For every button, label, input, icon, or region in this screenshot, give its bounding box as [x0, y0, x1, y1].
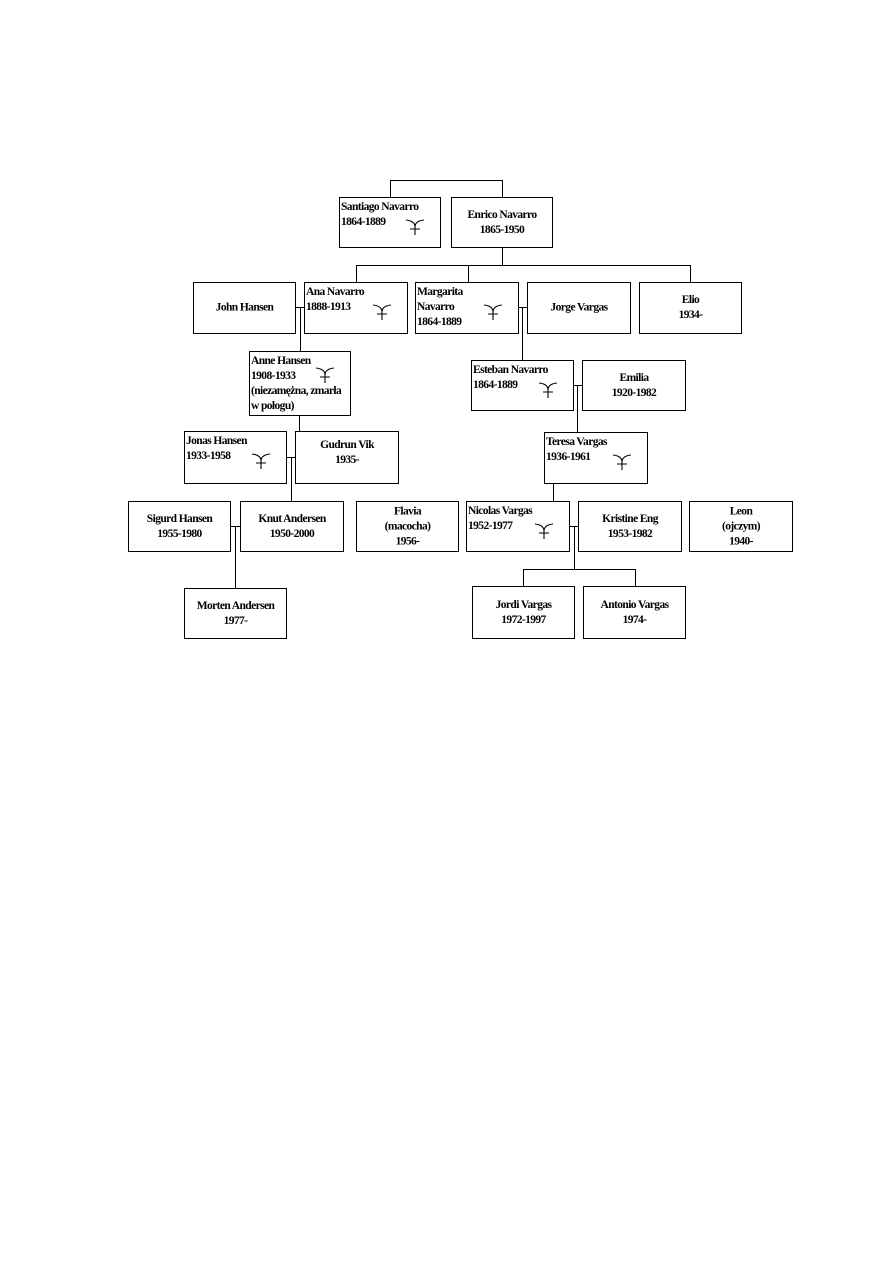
- name-line: Knut Andersen: [258, 512, 326, 525]
- name-line: Sigurd Hansen: [146, 512, 213, 525]
- person-box-jordi-vargas: Jordi Vargas 1972-1997: [472, 586, 575, 639]
- person-box-elio: Elio 1934-: [639, 282, 742, 334]
- person-box-jorge-vargas: Jorge Vargas: [527, 282, 631, 334]
- person-box-leon: Leon (ojczym) 1940-: [689, 501, 793, 552]
- death-cross-icon: [538, 382, 558, 398]
- death-cross-icon: [372, 304, 392, 320]
- person-box-nicolas-vargas: Nicolas Vargas 1952-1977: [466, 501, 570, 552]
- person-box-jonas-hansen: Jonas Hansen 1933-1958: [184, 431, 287, 484]
- death-cross-icon: [534, 523, 554, 539]
- name-line: Ana Navarro: [306, 286, 365, 298]
- dates-line: 1940-: [729, 535, 753, 547]
- dates-line: 1908-1933: [251, 370, 296, 382]
- name-line: Enrico Navarro: [467, 208, 537, 221]
- name-line: Nicolas Vargas: [468, 505, 533, 517]
- dates-line: 1933-1958: [186, 450, 231, 462]
- person-box-enrico-navarro: Enrico Navarro 1865-1950: [451, 197, 553, 248]
- dates-line: 1865-1950: [479, 223, 525, 236]
- connector: [523, 569, 636, 586]
- dates-line: 1888-1913: [306, 301, 351, 313]
- person-box-anne-hansen: Anne Hansen 1908-1933 (niezamężna, zmarła …: [249, 351, 351, 416]
- name-line: Jordi Vargas: [495, 598, 552, 611]
- death-cross-icon: [405, 219, 425, 235]
- person-box-antonio-vargas: Antonio Vargas 1974-: [583, 586, 686, 639]
- note-line: (niezamężna, zmarła w połogu): [251, 385, 342, 412]
- name-line: Antonio Vargas: [600, 598, 670, 611]
- name-line: Elio: [681, 294, 700, 306]
- death-cross-icon: [315, 367, 335, 383]
- person-box-john-hansen: John Hansen: [193, 282, 296, 334]
- note-line: (ojczym): [722, 520, 761, 532]
- name-line: Anne Hansen: [251, 355, 311, 367]
- connector: [356, 265, 691, 282]
- person-box-morten-andersen: Morten Andersen 1977-: [184, 588, 287, 639]
- name-line: Kristine Eng: [602, 512, 658, 525]
- name-line: Jonas Hansen: [186, 435, 247, 447]
- person-box-knut-andersen: Knut Andersen 1950-2000: [240, 501, 344, 552]
- person-box-kristine-eng: Kristine Eng 1953-1982: [578, 501, 682, 552]
- name-line: Flavia: [393, 505, 422, 517]
- connector: [390, 180, 503, 197]
- name-line: Esteban Navarro: [473, 364, 548, 376]
- person-box-gudrun-vik: Gudrun Vik 1935-: [295, 431, 399, 484]
- dates-line: 1956-: [395, 535, 420, 547]
- person-box-flavia: Flavia (macocha) 1956-: [356, 501, 459, 552]
- dates-line: 1920-1982: [611, 386, 657, 399]
- dates-line: 1974-: [622, 613, 647, 626]
- name-line: Morten Andersen: [196, 599, 275, 612]
- person-box-teresa-vargas: Teresa Vargas 1936-1961: [544, 432, 648, 484]
- person-box-sigurd-hansen: Sigurd Hansen 1955-1980: [128, 501, 231, 552]
- dates-line: 1950-2000: [269, 527, 315, 540]
- death-cross-icon: [483, 304, 503, 320]
- dates-line: 1864-1889: [473, 379, 518, 391]
- dates-line: 1972-1997: [501, 613, 546, 626]
- name-line: Teresa Vargas: [546, 436, 608, 448]
- name-line: John Hansen: [215, 301, 274, 314]
- dates-line: 1952-1977: [468, 520, 513, 532]
- dates-line: 1936-1961: [546, 451, 591, 463]
- name-line: Margarita: [417, 286, 463, 298]
- dates-line: 1955-1980: [157, 527, 202, 540]
- name-line: Emilia: [619, 371, 650, 384]
- death-cross-icon: [612, 454, 632, 470]
- dates-line: 1977-: [223, 614, 248, 627]
- name-line: Jorge Vargas: [550, 301, 608, 314]
- dates-line: 1953-1982: [607, 527, 653, 540]
- dates-line: 1935-: [335, 454, 359, 466]
- person-box-santiago-navarro: Santiago Navarro 1864-1889: [339, 197, 441, 248]
- dates-line: 1864-1889: [417, 316, 462, 328]
- name-line: Gudrun Vik: [320, 439, 374, 451]
- person-box-emilia: Emilia 1920-1982: [582, 360, 686, 411]
- note-line: (macocha): [384, 520, 431, 532]
- person-box-ana-navarro: Ana Navarro 1888-1913: [304, 282, 408, 334]
- person-box-esteban-navarro: Esteban Navarro 1864-1889: [471, 360, 574, 411]
- death-cross-icon: [251, 453, 271, 469]
- dates-line: 1864-1889: [341, 216, 386, 228]
- name-line: Navarro: [417, 301, 455, 313]
- name-line: Santiago Navarro: [341, 201, 419, 213]
- name-line: Leon: [729, 505, 753, 517]
- dates-line: 1934-: [678, 309, 703, 321]
